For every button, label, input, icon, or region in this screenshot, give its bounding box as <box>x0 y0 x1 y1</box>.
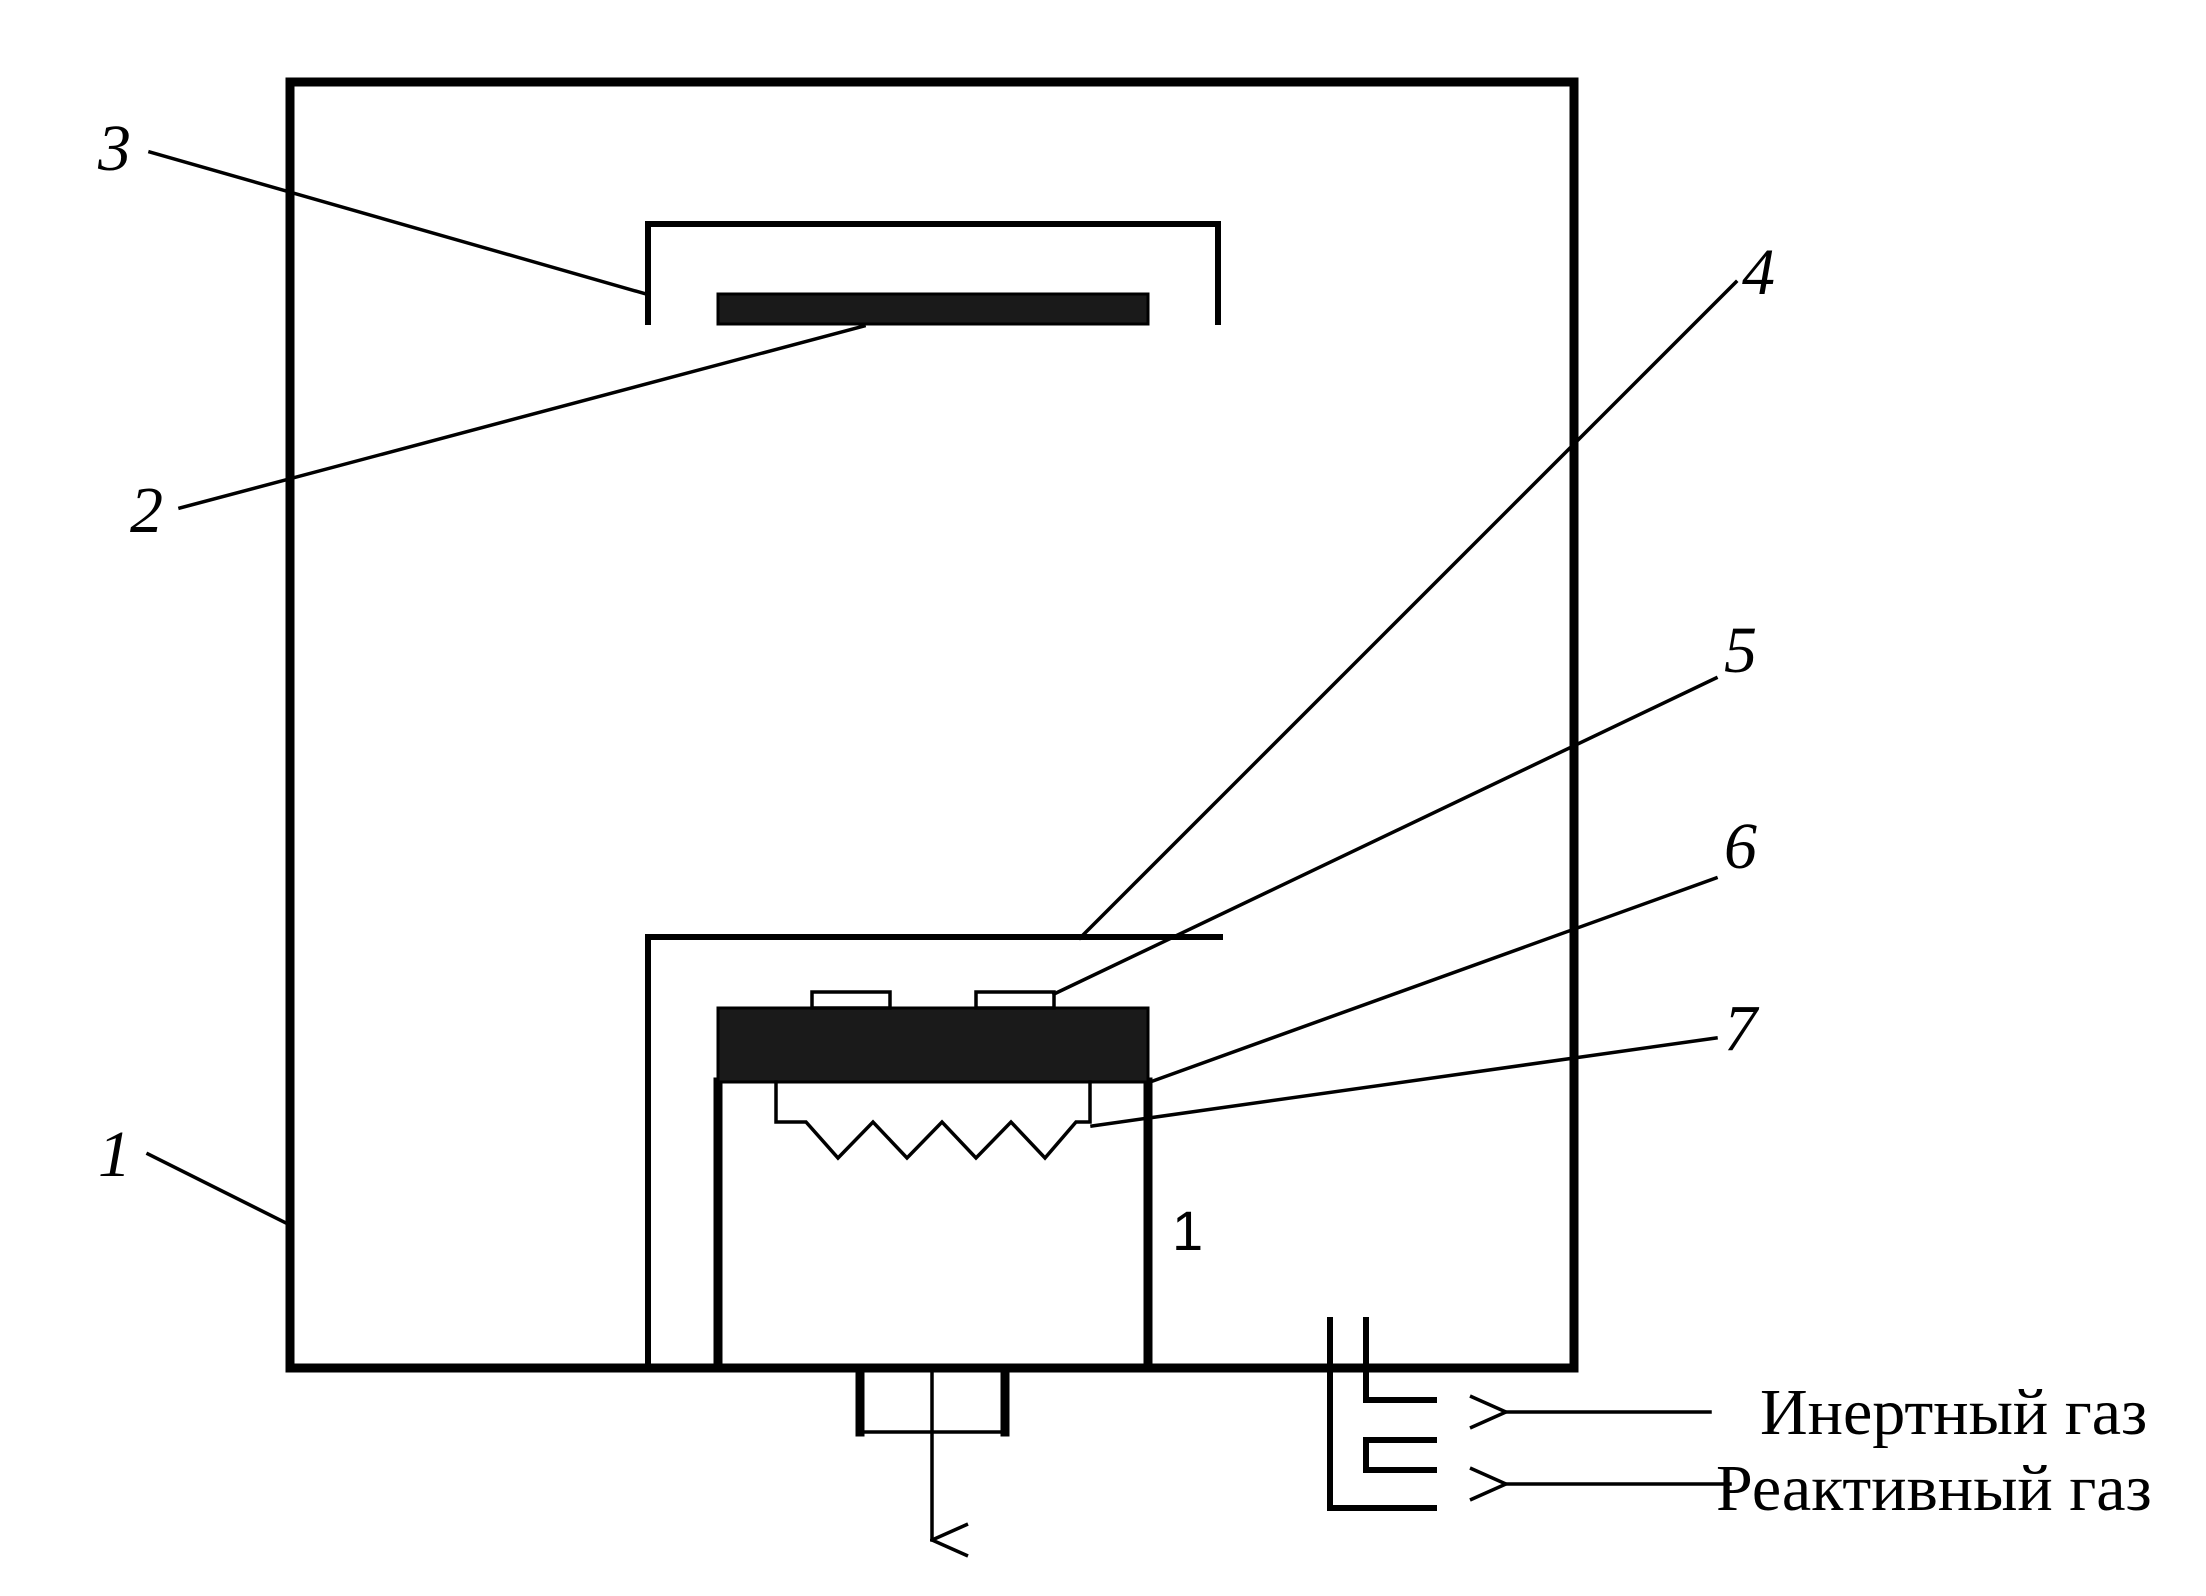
leader-6 <box>1147 875 1719 1085</box>
leader-5 <box>1051 675 1719 997</box>
gas-inlet-inner-pipe <box>1363 1317 1437 1473</box>
inner-label: 1 <box>1172 1199 1203 1262</box>
gas-inlet-outer-pipe <box>1327 1317 1437 1511</box>
callout-7: 7 <box>1724 992 1760 1065</box>
reactive-gas-label: Реактивный газ <box>1716 1452 2152 1525</box>
callout-3: 3 <box>97 112 131 185</box>
callout-4: 4 <box>1742 236 1775 309</box>
leader-2 <box>177 323 867 511</box>
leader-1 <box>145 1151 291 1227</box>
chamber-wall <box>285 77 1579 1373</box>
target-shield <box>645 221 1221 325</box>
pump-outlet <box>855 1363 1010 1437</box>
leader-3 <box>147 149 649 297</box>
substrate-shutter <box>645 934 1223 1371</box>
holder-plate <box>716 1006 1150 1084</box>
callout-5: 5 <box>1724 614 1757 687</box>
substrate-right <box>974 990 1056 1010</box>
heater-coil <box>774 1080 1092 1161</box>
target-plate <box>716 292 1150 326</box>
callout-2: 2 <box>130 474 163 547</box>
substrate-left <box>810 990 892 1010</box>
substrate-holder-body <box>713 1077 1153 1373</box>
callout-6: 6 <box>1724 810 1757 883</box>
leader-7 <box>1090 1036 1718 1128</box>
inert-gas-label: Инертный газ <box>1760 1376 2147 1449</box>
callout-1: 1 <box>98 1118 131 1191</box>
leader-4 <box>1077 279 1739 941</box>
